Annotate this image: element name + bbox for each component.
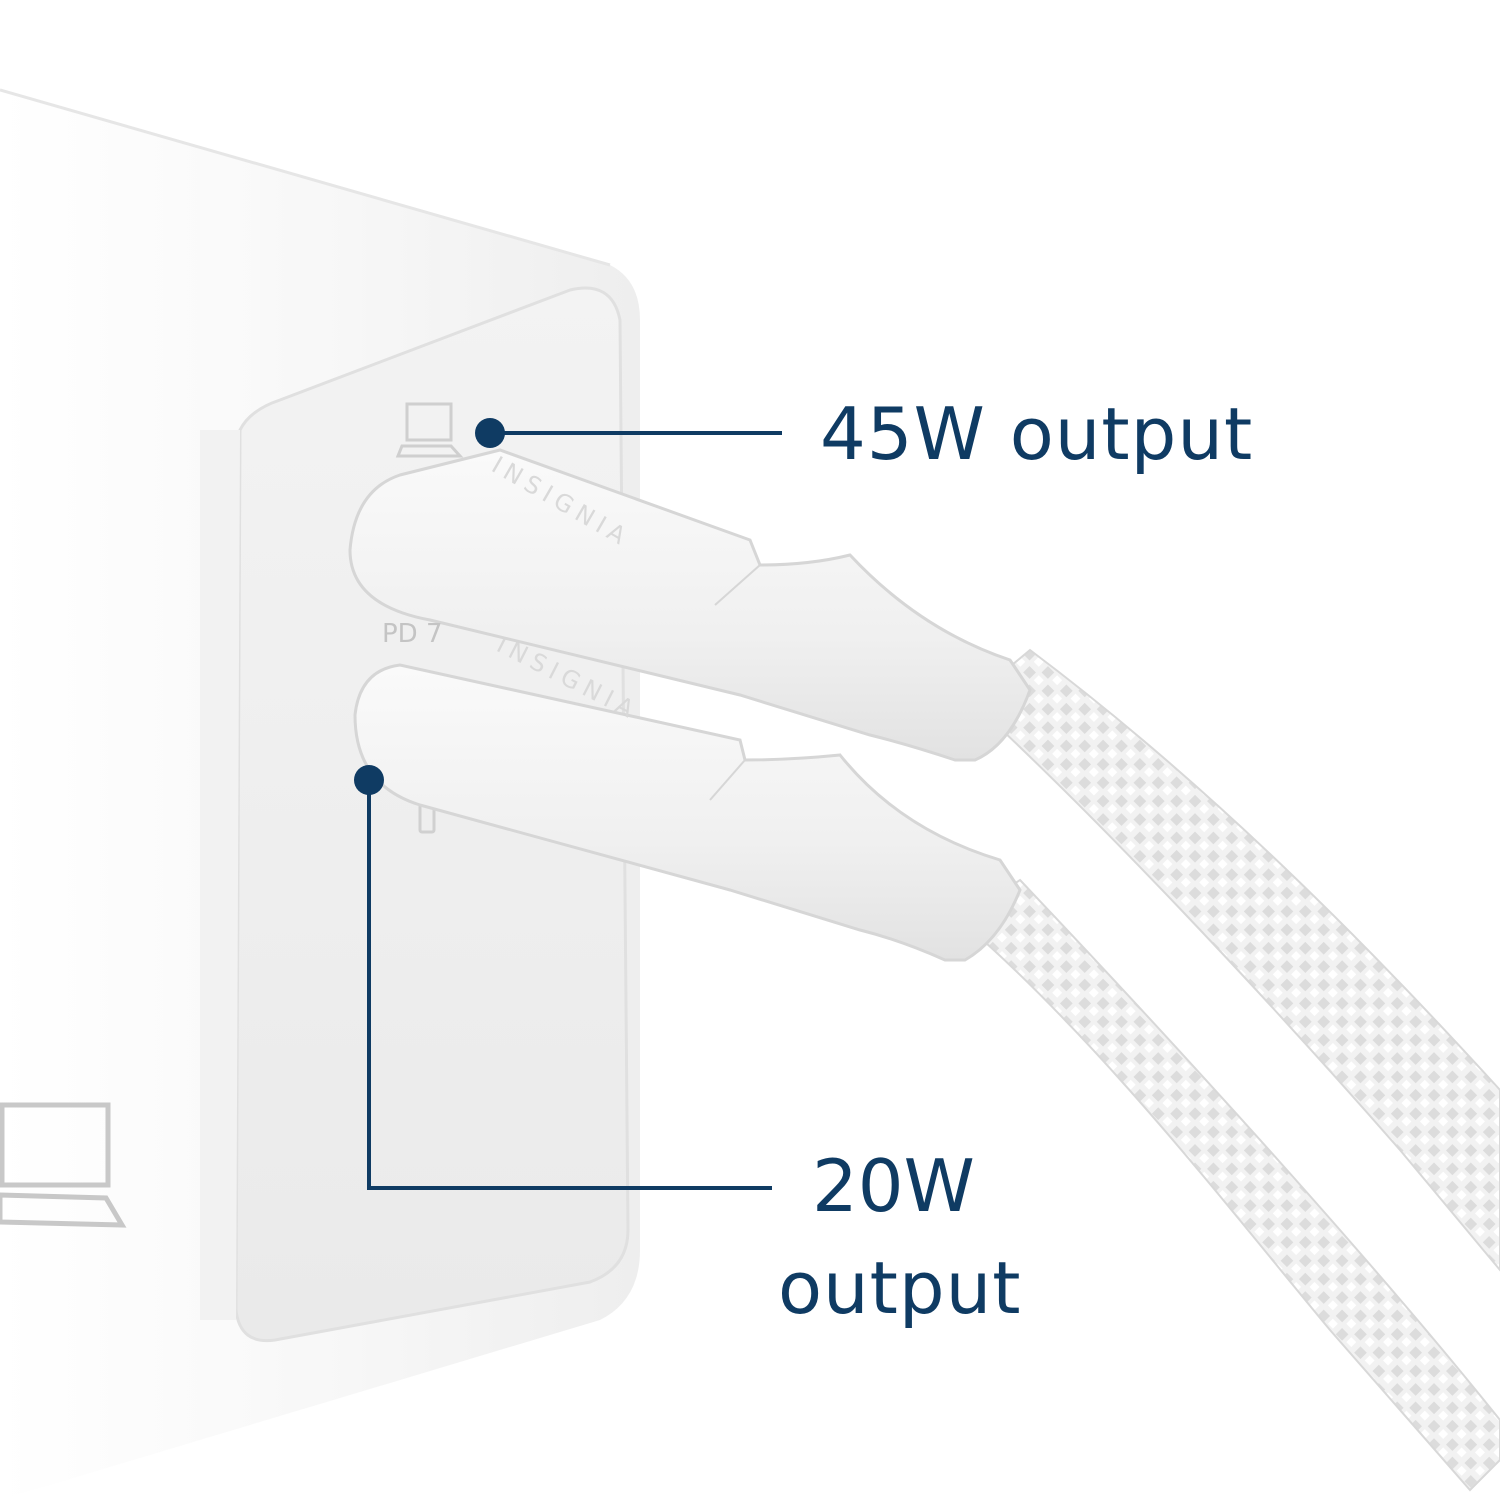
callout-dot-bottom — [354, 765, 384, 795]
laptop-icon — [0, 1102, 127, 1228]
callout-45w-label: 45W output — [820, 392, 1254, 476]
callout-dot-top — [475, 418, 505, 448]
bottom-cable — [958, 878, 1500, 1492]
callout-line-bottom — [367, 780, 772, 1190]
callout-20w-label: 20W — [812, 1144, 975, 1228]
top-cable — [968, 648, 1500, 1272]
laptop-port-icon — [395, 402, 464, 458]
callout-20w-output-label: output — [778, 1246, 1022, 1330]
callout-lines — [354, 418, 782, 1190]
top-connector: INSIGNIA — [348, 448, 1032, 762]
port-label: PD 7 — [382, 619, 443, 649]
